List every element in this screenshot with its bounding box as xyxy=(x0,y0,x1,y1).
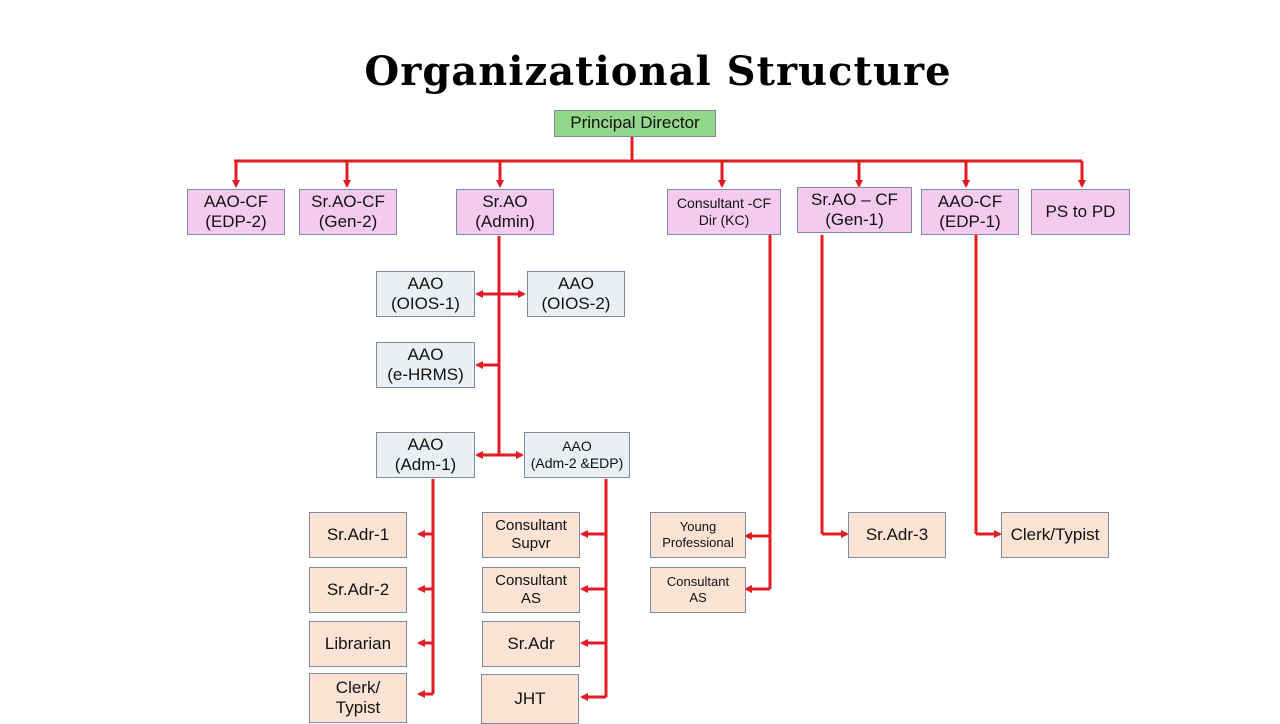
node-sr-adr-1: Sr.Adr-1 xyxy=(309,512,407,558)
node-aao-cf-edp2: AAO-CF (EDP-2) xyxy=(187,189,285,235)
node-librarian: Librarian xyxy=(309,621,407,667)
node-principal-director: Principal Director xyxy=(554,110,716,137)
node-aao-cf-edp1: AAO-CF (EDP-1) xyxy=(921,189,1019,235)
node-sr-adr: Sr.Adr xyxy=(482,621,580,667)
node-sr-ao-admin: Sr.AO (Admin) xyxy=(456,189,554,235)
page-title: Organizational Structure xyxy=(364,48,952,95)
node-jht: JHT xyxy=(481,674,579,724)
node-aao-oios1: AAO (OIOS-1) xyxy=(376,271,475,317)
node-sr-ao-cf-gen2: Sr.AO-CF (Gen-2) xyxy=(299,189,397,235)
node-clerk-typist-adm1: Clerk/ Typist xyxy=(309,673,407,723)
node-consultant-supvr: Consultant Supvr xyxy=(482,512,580,558)
node-young-professional: Young Professional xyxy=(650,512,746,558)
node-clerk-typist-edp1: Clerk/Typist xyxy=(1001,512,1109,558)
node-aao-oios2: AAO (OIOS-2) xyxy=(527,271,625,317)
node-sr-adr-2: Sr.Adr-2 xyxy=(309,567,407,613)
node-consultant-cf-dir: Consultant -CF Dir (KC) xyxy=(667,189,781,235)
node-sr-ao-cf-gen1: Sr.AO – CF (Gen-1) xyxy=(797,187,912,233)
node-aao-adm1: AAO (Adm-1) xyxy=(376,432,475,478)
node-aao-ehrms: AAO (e-HRMS) xyxy=(376,342,475,388)
node-consultant-as-kc: Consultant AS xyxy=(650,567,746,613)
node-sr-adr-3: Sr.Adr-3 xyxy=(848,512,946,558)
node-aao-adm2-edp: AAO (Adm-2 &EDP) xyxy=(524,432,630,478)
node-consultant-as-adm2: Consultant AS xyxy=(482,567,580,613)
node-ps-to-pd: PS to PD xyxy=(1031,189,1130,235)
